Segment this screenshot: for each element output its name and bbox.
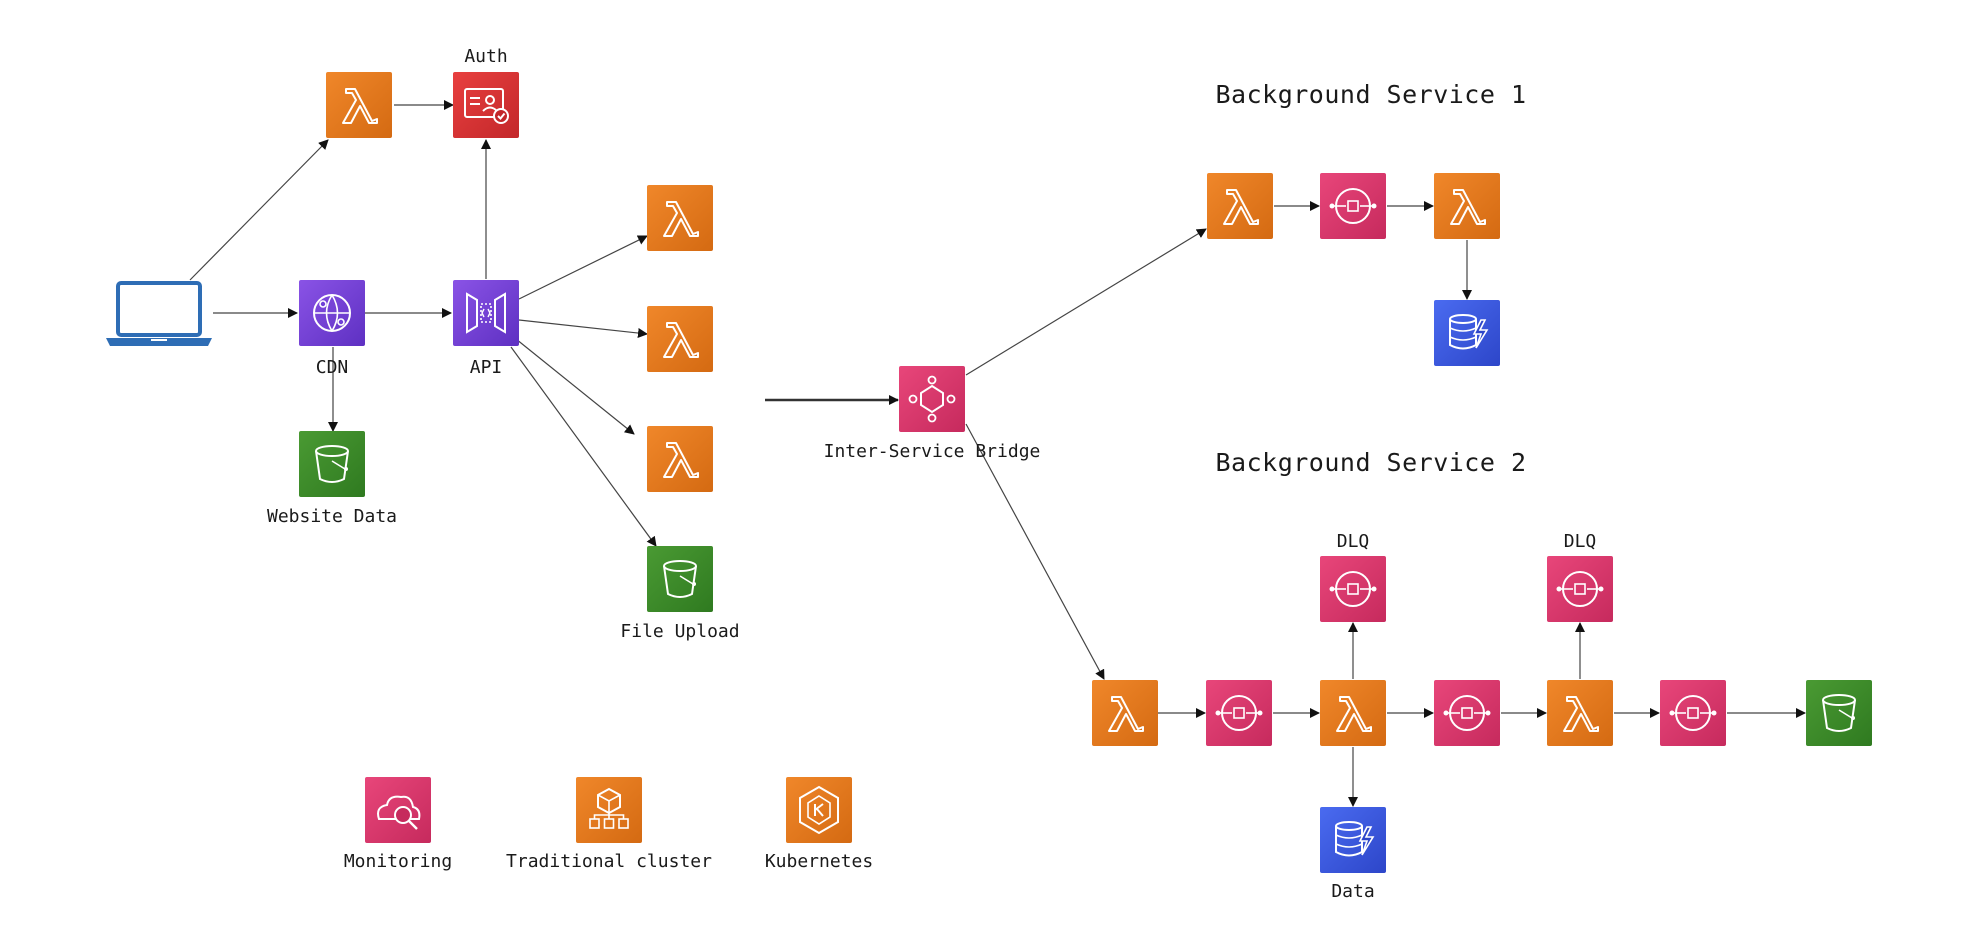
- queue-icon: [1669, 695, 1717, 731]
- bg2-queue-1: [1206, 680, 1272, 746]
- bridge-label: Inter-Service Bridge: [823, 441, 1041, 462]
- bg1-lambda-2: [1434, 173, 1500, 239]
- kubernetes-service: [786, 777, 852, 843]
- bg1-lambda-1: [1207, 173, 1273, 239]
- monitoring-service: [365, 777, 431, 843]
- lambda-icon: [1450, 189, 1486, 225]
- data-label: Data: [1331, 881, 1375, 902]
- bg2-data-store: [1320, 807, 1386, 873]
- website-data-label: Website Data: [266, 506, 398, 527]
- container-cluster-icon: [589, 787, 629, 829]
- dlq-1-label: DLQ: [1336, 531, 1370, 552]
- lambda-icon: [1223, 189, 1259, 225]
- cdn-label: CDN: [315, 357, 349, 378]
- queue-icon: [1329, 571, 1377, 607]
- api-gateway-icon: [466, 292, 506, 334]
- edge-bridge-bg1: [965, 228, 1207, 376]
- api-gateway: [453, 280, 519, 346]
- edge-client-lambda: [189, 139, 329, 281]
- edge-api-lambda-3: [515, 338, 635, 435]
- bg2-queue-3: [1660, 680, 1726, 746]
- inter-service-bridge: [899, 366, 965, 432]
- bg2-lambda-1: [1092, 680, 1158, 746]
- bg2-dlq-1: [1320, 556, 1386, 622]
- cdn-icon: [313, 294, 351, 332]
- lambda-icon: [663, 322, 699, 358]
- bucket-icon: [663, 560, 697, 598]
- kubernetes-label: Kubernetes: [764, 851, 874, 872]
- dynamodb-icon: [1335, 821, 1375, 857]
- event-bridge-icon: [908, 375, 956, 423]
- bg2-dlq-2: [1547, 556, 1613, 622]
- bucket-icon: [315, 445, 349, 483]
- auth-service: [453, 72, 519, 138]
- bg1-database: [1434, 300, 1500, 366]
- bg2-lambda-2: [1320, 680, 1386, 746]
- lambda-icon: [1108, 696, 1144, 732]
- dlq-2-label: DLQ: [1563, 531, 1597, 552]
- queue-icon: [1443, 695, 1491, 731]
- traditional-cluster-label: Traditional cluster: [506, 851, 712, 872]
- auth-icon: [464, 88, 509, 124]
- edge-api-lambda-1: [518, 235, 648, 300]
- edge-api-file-upload: [510, 346, 657, 547]
- kubernetes-icon: [799, 785, 839, 835]
- lambda-api-1: [647, 185, 713, 251]
- bg-service-2-title: Background Service 2: [1215, 448, 1527, 477]
- lambda-auth-function: [326, 72, 392, 138]
- lambda-icon: [663, 442, 699, 478]
- website-data-bucket: [299, 431, 365, 497]
- dynamodb-icon: [1449, 314, 1489, 350]
- queue-icon: [1556, 571, 1604, 607]
- queue-icon: [1215, 695, 1263, 731]
- traditional-cluster-service: [576, 777, 642, 843]
- api-label: API: [469, 357, 503, 378]
- bg2-queue-2: [1434, 680, 1500, 746]
- lambda-api-3: [647, 426, 713, 492]
- bg-service-1-title: Background Service 1: [1215, 80, 1527, 109]
- auth-label: Auth: [464, 46, 508, 67]
- edge-api-lambda-2: [518, 319, 648, 338]
- file-upload-label: File Upload: [620, 621, 740, 642]
- lambda-icon: [663, 201, 699, 237]
- bucket-icon: [1822, 694, 1856, 732]
- lambda-icon: [1336, 696, 1372, 732]
- bg2-output-bucket: [1806, 680, 1872, 746]
- queue-icon: [1329, 188, 1377, 224]
- file-upload-bucket: [647, 546, 713, 612]
- lambda-icon: [342, 88, 378, 124]
- bg2-lambda-3: [1547, 680, 1613, 746]
- edge-bridge-bg2: [965, 423, 1105, 680]
- bg1-queue: [1320, 173, 1386, 239]
- lambda-icon: [1563, 696, 1599, 732]
- cdn-service: [299, 280, 365, 346]
- monitoring-icon: [377, 795, 421, 830]
- laptop-icon: [104, 280, 214, 348]
- lambda-api-2: [647, 306, 713, 372]
- monitoring-label: Monitoring: [343, 851, 453, 872]
